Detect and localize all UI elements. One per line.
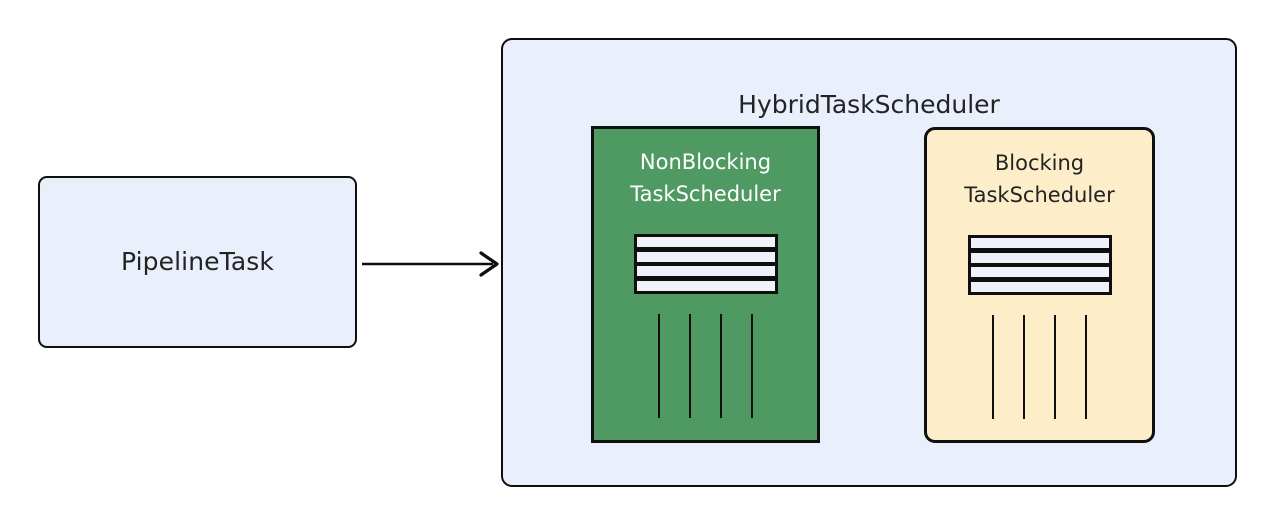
pipeline-task-label: PipelineTask <box>121 247 274 276</box>
nonblocking-thread-pool <box>657 314 754 418</box>
thread-line <box>1053 315 1057 419</box>
queue-slot <box>636 280 775 291</box>
thread-line <box>750 314 754 418</box>
queue-slot <box>636 266 775 277</box>
queue-slot <box>636 237 775 247</box>
thread-line <box>688 314 692 418</box>
node-hybrid-task-scheduler[interactable]: HybridTaskScheduler NonBlocking TaskSche… <box>501 38 1237 487</box>
nonblocking-scheduler-label-line1: NonBlocking <box>639 150 772 174</box>
nonblocking-scheduler-label: NonBlocking TaskScheduler <box>594 147 817 211</box>
thread-line <box>719 314 723 418</box>
queue-slot <box>970 252 1109 263</box>
nonblocking-scheduler-label-line2: TaskScheduler <box>630 181 781 206</box>
thread-line <box>1022 315 1026 419</box>
thread-line <box>991 315 994 419</box>
blocking-task-queue <box>967 235 1112 295</box>
blocking-scheduler-label-line2: TaskScheduler <box>964 182 1115 207</box>
queue-slot <box>970 267 1109 278</box>
hybrid-task-scheduler-title: HybridTaskScheduler <box>738 90 1000 119</box>
queue-slot <box>970 281 1109 292</box>
thread-line <box>1084 315 1088 419</box>
queue-slot <box>970 238 1109 248</box>
blocking-scheduler-label-line1: Blocking <box>994 151 1085 175</box>
submits-to-arrow <box>355 244 510 284</box>
thread-line <box>657 314 660 418</box>
queue-slot <box>636 251 775 262</box>
nonblocking-task-queue <box>633 234 778 294</box>
blocking-thread-pool <box>991 315 1088 419</box>
node-nonblocking-task-scheduler[interactable]: NonBlocking TaskScheduler <box>591 126 820 443</box>
node-pipeline-task[interactable]: PipelineTask <box>38 176 357 348</box>
node-blocking-task-scheduler[interactable]: Blocking TaskScheduler <box>924 127 1155 443</box>
blocking-scheduler-label: Blocking TaskScheduler <box>927 148 1152 212</box>
